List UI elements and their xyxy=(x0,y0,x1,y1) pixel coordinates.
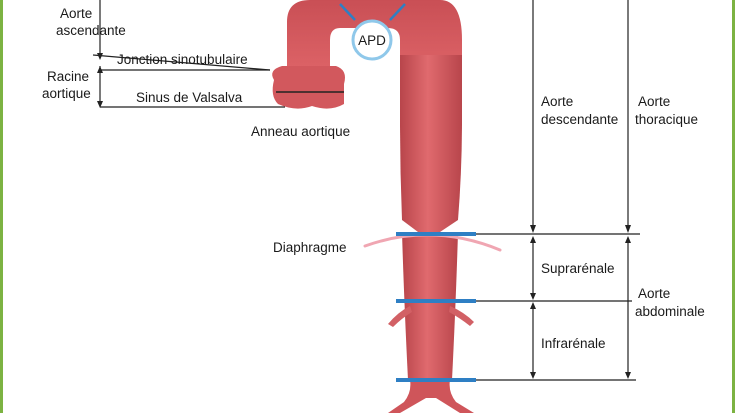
aortic-root xyxy=(272,66,345,109)
label-aorte-descendante-2: descendante xyxy=(541,112,618,127)
arrow-infra-up xyxy=(530,302,536,309)
right-brackets xyxy=(476,0,640,381)
apd-arrow-left xyxy=(339,3,356,21)
descending-aorta xyxy=(400,55,462,232)
arrow-desc-down xyxy=(530,225,536,233)
iliac-bifurcation xyxy=(388,380,474,413)
label-aorte-abdominale-1: Aorte xyxy=(638,286,670,301)
label-infrarenale: Infrarénale xyxy=(541,336,606,351)
label-aorte-ascendante-2: ascendante xyxy=(56,23,126,38)
arrow-supra-up xyxy=(530,236,536,243)
apd-circle xyxy=(351,19,393,61)
label-aorte-thoracique-1: Aorte xyxy=(638,94,670,109)
arrow-ascendante-down xyxy=(97,53,103,60)
arrow-racine-down xyxy=(97,101,103,108)
apd-label: APD xyxy=(358,33,386,48)
label-anneau: Anneau aortique xyxy=(251,124,350,139)
abdominal-aorta xyxy=(402,232,458,380)
aorta-anatomy: APD xyxy=(272,0,502,413)
left-renal-branch xyxy=(388,306,412,327)
arrow-racine-up xyxy=(97,66,103,73)
right-renal-branch xyxy=(449,306,474,326)
apd-arrow-right xyxy=(389,3,406,21)
label-racine-1: Racine xyxy=(47,69,89,84)
label-aorte-ascendante-1: Aorte xyxy=(60,6,92,21)
left-brackets xyxy=(92,0,285,108)
arrow-thor-down xyxy=(625,225,631,233)
arrow-supra-down xyxy=(530,293,536,300)
arrow-abdo-up xyxy=(625,236,631,243)
label-suprarenale: Suprarénale xyxy=(541,261,615,276)
arrow-abdo-down xyxy=(625,372,631,379)
label-sinus: Sinus de Valsalva xyxy=(136,90,243,105)
aortic-arch xyxy=(287,0,462,68)
label-jonction: Jonction sinotubulaire xyxy=(117,52,248,67)
label-aorte-descendante-1: Aorte xyxy=(541,94,573,109)
label-aorte-thoracique-2: thoracique xyxy=(635,112,698,127)
label-aorte-abdominale-2: abdominale xyxy=(635,304,705,319)
label-diaphragme: Diaphragme xyxy=(273,240,347,255)
label-racine-2: aortique xyxy=(42,86,91,101)
arrow-infra-down xyxy=(530,372,536,379)
